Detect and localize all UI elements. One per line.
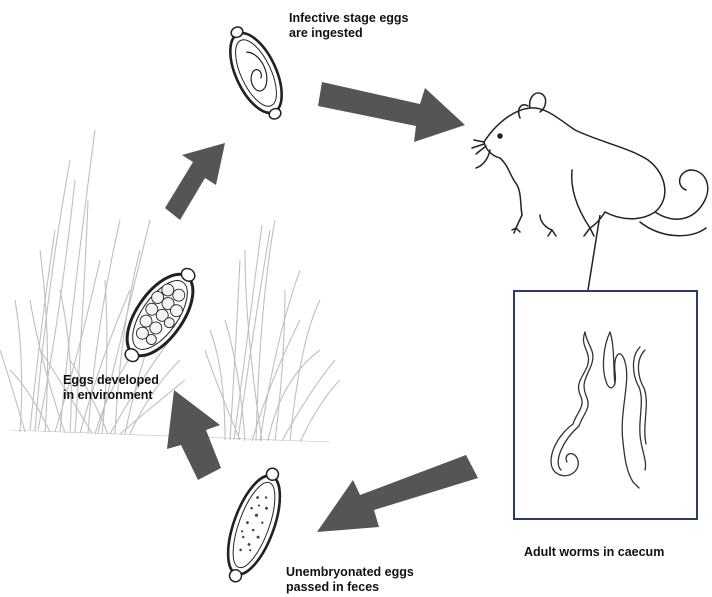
label-line: in environment [63,388,159,403]
arrow-to-rat [318,82,465,142]
cycle-arrows [165,82,478,532]
label-line: Infective stage eggs [289,11,409,26]
label-infective-eggs-ingested: Infective stage eggs are ingested [289,11,409,41]
label-line: passed in feces [286,580,414,595]
arrow-to-feces-egg [317,455,478,532]
label-eggs-passed-feces: Unembryonated eggs passed in feces [286,565,414,595]
connector-line [588,215,600,290]
label-adult-worms-caecum: Adult worms in caecum [524,545,664,560]
label-eggs-developed-environment: Eggs developed in environment [63,373,159,403]
label-line: are ingested [289,26,409,41]
infective-egg-icon [217,19,296,127]
rat-illustration [472,93,708,236]
label-line: Eggs developed [63,373,159,388]
unembryonated-egg-icon [215,462,294,588]
label-line: Unembryonated eggs [286,565,414,580]
adult-worms-illustration [515,292,696,518]
adult-worms-inset [513,290,698,520]
label-line: Adult worms in caecum [524,545,664,560]
embryonating-egg-icon [110,257,211,373]
arrow-to-infective-egg [165,143,225,220]
arrow-to-environment-egg [167,390,221,480]
